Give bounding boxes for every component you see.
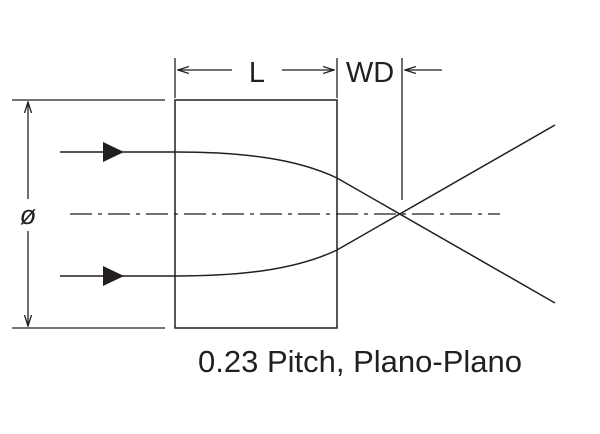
ray-bottom-exit	[336, 124, 556, 251]
ray-top-exit	[336, 177, 556, 304]
ray-bottom-in-lens	[174, 249, 338, 277]
wd-label: WD	[346, 57, 394, 89]
ray-bottom-arrowhead	[103, 266, 124, 286]
diameter-label: ø	[20, 200, 37, 230]
ray-top-arrowhead	[103, 142, 124, 162]
caption: 0.23 Pitch, Plano-Plano	[198, 344, 522, 379]
ray-top-in-lens	[174, 151, 338, 179]
length-label: L	[249, 57, 265, 89]
diameter-label-backdrop	[17, 199, 39, 231]
